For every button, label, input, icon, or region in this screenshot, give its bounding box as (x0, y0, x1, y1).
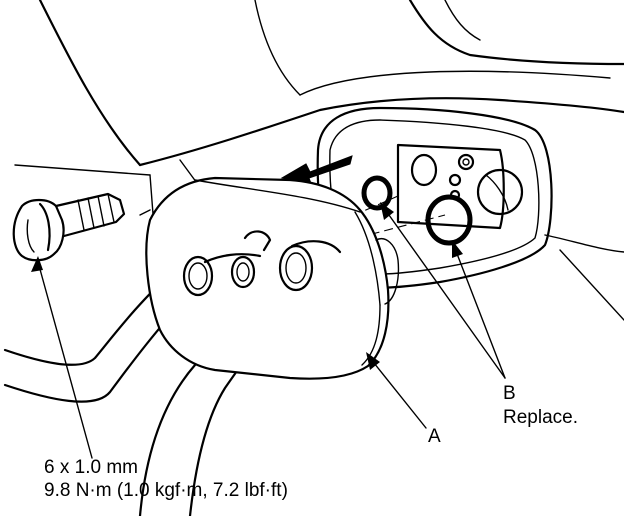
pipe-exits (203, 240, 342, 264)
o-ring-large (425, 194, 473, 246)
bolt (12, 192, 126, 262)
body-panel (14, 0, 624, 321)
bolt-torque-label: 9.8 N·m (1.0 kgf·m, 7.2 lbf·ft) (44, 480, 288, 501)
bolt-size-label: 6 x 1.0 mm (44, 457, 138, 478)
o-ring-small (361, 175, 393, 211)
leader-b (380, 202, 506, 379)
callout-a-label: A (428, 426, 441, 447)
callout-b-note: Replace. (503, 407, 578, 428)
leader-a (366, 352, 427, 429)
callout-b-label: B (503, 383, 516, 404)
leader-bolt (31, 256, 93, 459)
pipe-fitting-block (145, 176, 400, 380)
